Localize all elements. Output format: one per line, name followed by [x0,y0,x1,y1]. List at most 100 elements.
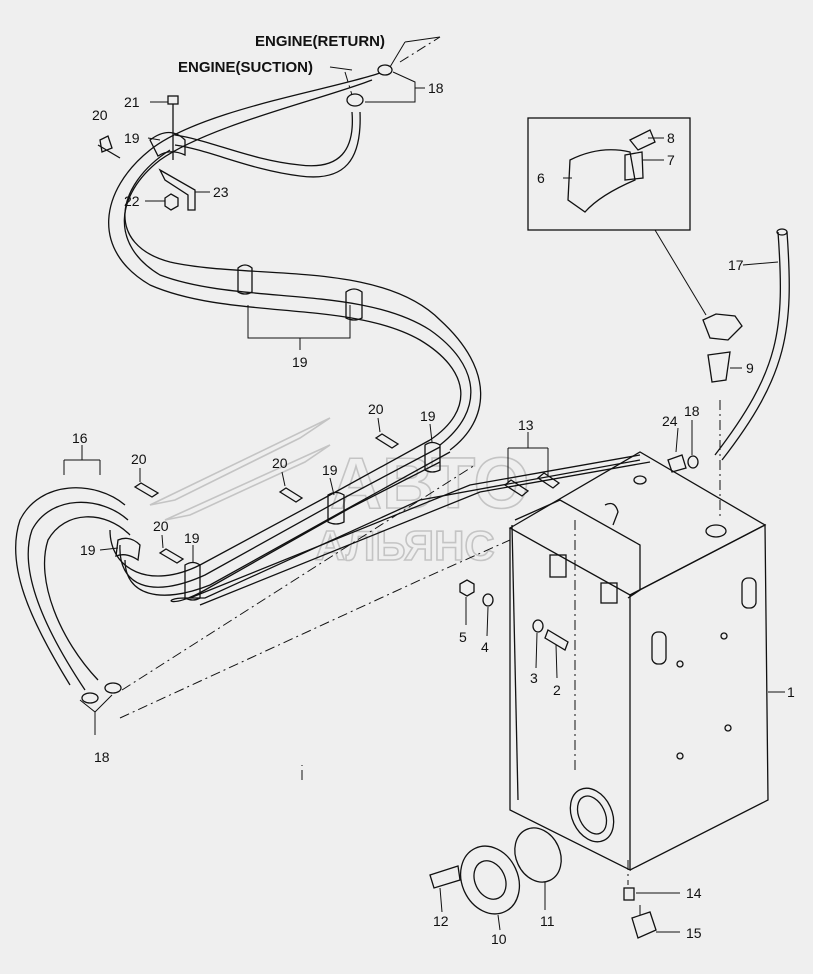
tank-return-port [633,475,647,485]
callout-16: 16 [72,430,88,446]
nut-5 [459,579,475,597]
watermark-line2: АЛЬЯНС [315,522,495,569]
filler-cap-assembly [527,117,743,383]
callout-14: 14 [686,885,702,901]
bolt-2 [544,629,569,651]
strainer-9 [707,351,731,383]
filler-neck [705,524,727,538]
tank-lug-right [741,577,757,609]
bolt-20-c [133,482,160,498]
callout-6: 6 [537,170,545,186]
callout-22: 22 [124,193,140,209]
callout-20-center: 20 [272,455,288,471]
tank-stud-1 [720,632,728,640]
tank-left-side [509,528,631,872]
callout-14-15-leaders [636,892,680,933]
bolt-20-leaders [139,417,381,549]
washer-4 [482,593,494,607]
callout-17: 17 [728,257,744,273]
inspection-port [569,787,615,843]
bolt-20-b [278,487,304,503]
bolt-20-a [374,433,400,449]
callout-18-left-leader [79,694,113,735]
dash-drain [627,860,641,915]
callout-5: 5 [459,629,467,645]
clamp-18-right [687,455,699,469]
fitting-13-a [503,479,530,497]
tank-bracket [514,499,641,599]
breather-hose-17-b [721,231,790,461]
engine-suction-label: ENGINE(SUCTION) [178,59,313,76]
left-loop-1 [14,487,126,686]
cover-leaders [439,882,546,931]
callout-19-mid-leader [247,305,351,350]
breather-hose-end [776,228,788,236]
hardware-leaders [465,597,558,679]
mid-clamps [115,264,441,601]
cover-plate-10 [459,845,521,915]
dash-engine [344,36,441,96]
callout-23: 23 [213,184,229,200]
bracket-23 [158,168,196,211]
hose-suction-mid [124,149,482,451]
fuel-tank [508,451,769,939]
dash-2 [119,539,511,719]
callout-4: 4 [481,639,489,655]
breather-assembly [667,228,790,473]
routing-dashes [119,36,721,915]
callout-11: 11 [540,913,555,929]
callout-20-top: 20 [92,107,108,123]
cap-leaders [563,137,742,369]
drain-valve-15 [631,911,657,939]
callout-21: 21 [124,94,140,110]
top-clamp-suction [346,93,364,107]
callout-3: 3 [530,670,538,686]
callout-2: 2 [553,682,561,698]
clamp-19-mid-a [237,264,253,295]
cap-detail-box [527,117,691,231]
callout-7: 7 [667,152,675,168]
callout-18-top-leader [365,71,425,103]
top-bracket-assembly [97,95,196,211]
clamp-19-mid-b [345,288,363,321]
tank-lug-left [549,554,567,578]
filler-cap [702,313,743,341]
left-hose-loop [14,487,131,704]
bolts-20 [133,433,400,564]
bolt-21-head [167,95,179,105]
engine-return-label: ENGINE(RETURN) [255,33,385,50]
tank-stud-4 [676,752,684,760]
dash-1 [121,464,476,691]
bolt-20-d [158,548,185,564]
nut-22 [164,193,179,211]
cover-assembly [429,827,562,915]
callout-19-mid: 19 [292,354,308,370]
callout-1: 1 [787,684,795,700]
fittings-13 [503,472,561,497]
bolt-12 [429,865,461,889]
hose-tank-fittings [189,454,651,606]
callout-10: 10 [491,931,507,947]
fuel-hoses-upper [108,72,482,451]
cap-detail-key [628,129,656,151]
breather-hose-17-a [714,231,782,456]
tank-lug-mid [600,582,618,604]
hose-lower-2 [119,446,441,588]
hose-suction-upper [174,111,361,178]
top-bracket-leaders [145,101,210,202]
clamp-19-right [424,441,441,473]
clamp-19-lower [184,561,201,601]
tank-stud-2 [676,660,684,668]
hose-lower-3 [124,451,451,596]
left-clamp-b [104,682,122,694]
inspection-port-inner [576,795,608,835]
callout-18-top: 18 [428,80,444,96]
callout-13: 13 [518,417,534,433]
callout-13-leader [507,432,549,482]
callout-19-right: 19 [420,408,436,424]
hose-return-upper [108,72,462,441]
callout-18-right: 18 [684,403,700,419]
bolt-20-top [97,135,121,159]
mount-hardware [459,579,569,651]
tank-suction-pipe [604,502,619,526]
